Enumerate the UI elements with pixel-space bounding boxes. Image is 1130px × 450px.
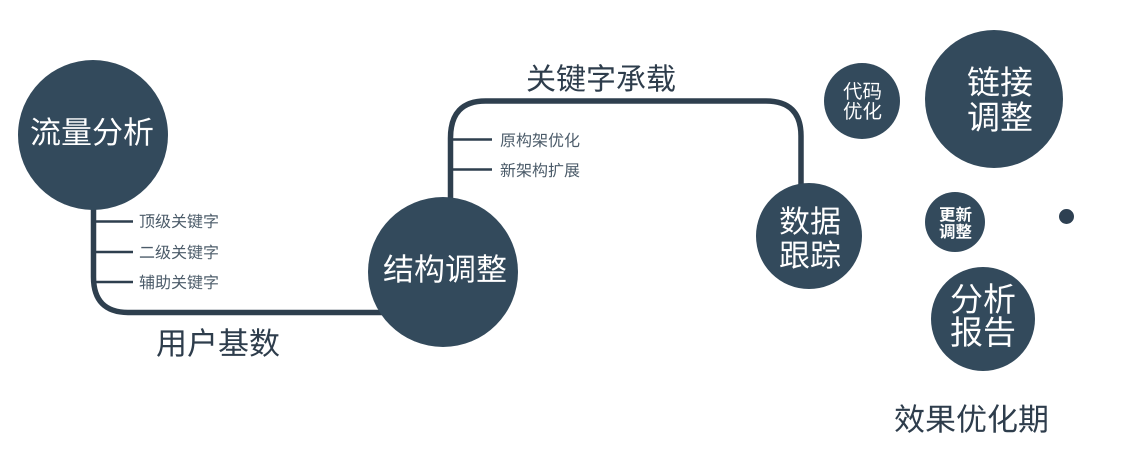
node-analysis-report-line1: 分析 (950, 282, 1018, 317)
node-data-tracking-line2: 跟踪 (779, 239, 843, 272)
branch-label-traffic-1-glyphs (139, 213, 218, 229)
node-link-adjust-line1-glyphs (967, 65, 1032, 97)
node-code-optimize-line1: 代码 (842, 81, 884, 103)
node-dot (1058, 209, 1074, 224)
node-data-tracking (756, 183, 862, 289)
node-update-adjust-line1-glyphs (939, 206, 971, 223)
edge-label-user-base: 用户基数 (156, 327, 282, 360)
tick-marks-traffic (93, 220, 133, 284)
node-link-adjust (925, 30, 1063, 168)
node-analysis-report-line2: 报告 (950, 315, 1018, 350)
node-update-adjust-line2-glyphs (939, 223, 972, 239)
node-structure-adjust-line1-glyphs (383, 253, 506, 283)
branch-label-traffic-3: 辅助关键字 (139, 274, 221, 292)
node-update-adjust-line2: 调整 (939, 223, 974, 242)
node-link-adjust-line1: 链接 (967, 65, 1035, 100)
branch-label-traffic-2: 二级关键字 (139, 244, 221, 262)
branch-label-traffic-3-glyphs (139, 274, 218, 290)
node-link-adjust-line2-glyphs (968, 101, 1032, 132)
edge-label-keyword-bearing-glyphs (527, 64, 675, 92)
node-data-tracking-line2-glyphs (780, 240, 840, 269)
node-update-adjust (925, 192, 985, 252)
node-structure-adjust-line1: 结构调整 (383, 253, 509, 286)
node-code-optimize-line2: 优化 (843, 101, 884, 123)
tick-marks-structure (450, 138, 492, 171)
branch-label-traffic-2-glyphs (139, 244, 218, 260)
connector-structure-to-tracking (447, 98, 804, 203)
branch-label-traffic-1: 顶级关键字 (139, 213, 221, 231)
node-code-optimize (824, 63, 900, 139)
caption-effect-optimization-glyphs (894, 403, 1047, 433)
node-traffic-analysis-line1: 流量分析 (30, 116, 156, 149)
node-update-adjust-line1: 更新 (939, 206, 974, 225)
branch-label-structure-1: 原构架优化 (500, 132, 582, 150)
edge-label-keyword-bearing: 关键字承载 (526, 63, 678, 95)
branch-label-structure-1-glyphs (500, 132, 580, 147)
node-data-tracking-line1-glyphs (780, 205, 840, 235)
node-traffic-analysis-line1-glyphs (31, 116, 153, 146)
node-link-adjust-line2: 调整 (967, 100, 1035, 135)
caption-effect-optimization: 效果优化期 (894, 403, 1051, 436)
branch-label-structure-2: 新架构扩展 (500, 162, 582, 180)
node-data-tracking-line1: 数据 (779, 205, 843, 238)
node-analysis-report-line2-glyphs (951, 316, 1015, 347)
node-analysis-report (931, 266, 1035, 371)
connector-traffic-to-structure (90, 203, 388, 316)
node-code-optimize-line2-glyphs (843, 101, 881, 120)
edge-label-user-base-glyphs (157, 327, 280, 357)
node-analysis-report-line1-glyphs (951, 283, 1015, 314)
branch-label-structure-2-glyphs (500, 162, 580, 177)
node-code-optimize-line1-glyphs (842, 81, 881, 100)
